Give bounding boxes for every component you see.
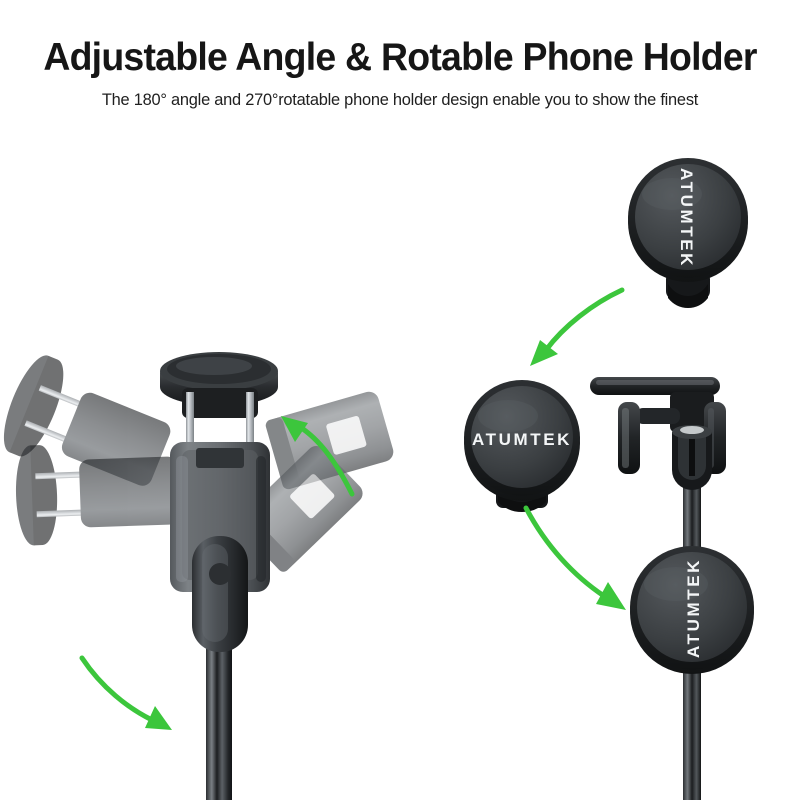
arrow-rotate-down [523, 505, 626, 610]
rotatable-holder-artwork: ATUMTEK ATUMTEK [464, 158, 754, 800]
disc-bottom-right: ATUMTEK [630, 546, 754, 674]
header: Adjustable Angle & Rotable Phone Holder … [0, 0, 800, 111]
rotatable-holder-panel: ATUMTEK ATUMTEK [440, 140, 800, 800]
page-title: Adjustable Angle & Rotable Phone Holder [43, 36, 757, 79]
brand-logo-center: ATUMTEK [472, 430, 572, 449]
support-pole [206, 634, 232, 800]
clamp-handle [192, 536, 248, 652]
adjustable-angle-panel [0, 140, 440, 800]
brand-logo-top: ATUMTEK [677, 168, 696, 268]
product-illustration: ATUMTEK ATUMTEK [0, 140, 800, 800]
l-arm [590, 377, 720, 395]
clamp-rod-left [186, 392, 194, 450]
rotating-hub [618, 392, 726, 490]
disc-top-right: ATUMTEK [628, 158, 748, 308]
arrow-rotate-up [530, 287, 625, 366]
brand-logo-bottom: ATUMTEK [684, 558, 703, 658]
page-subtitle: The 180° angle and 270°rotatable phone h… [101, 90, 699, 109]
disc-center-left: ATUMTEK [464, 380, 580, 512]
arrow-tilt-down [79, 655, 172, 730]
adjustable-angle-artwork [3, 352, 394, 800]
phone-clamp-ghost-up-1 [15, 445, 179, 546]
phone-clamp-main [160, 352, 278, 652]
clamp-riser [182, 388, 258, 418]
clamp-rod-right [246, 392, 254, 450]
arrow-tilt-up [281, 416, 355, 497]
